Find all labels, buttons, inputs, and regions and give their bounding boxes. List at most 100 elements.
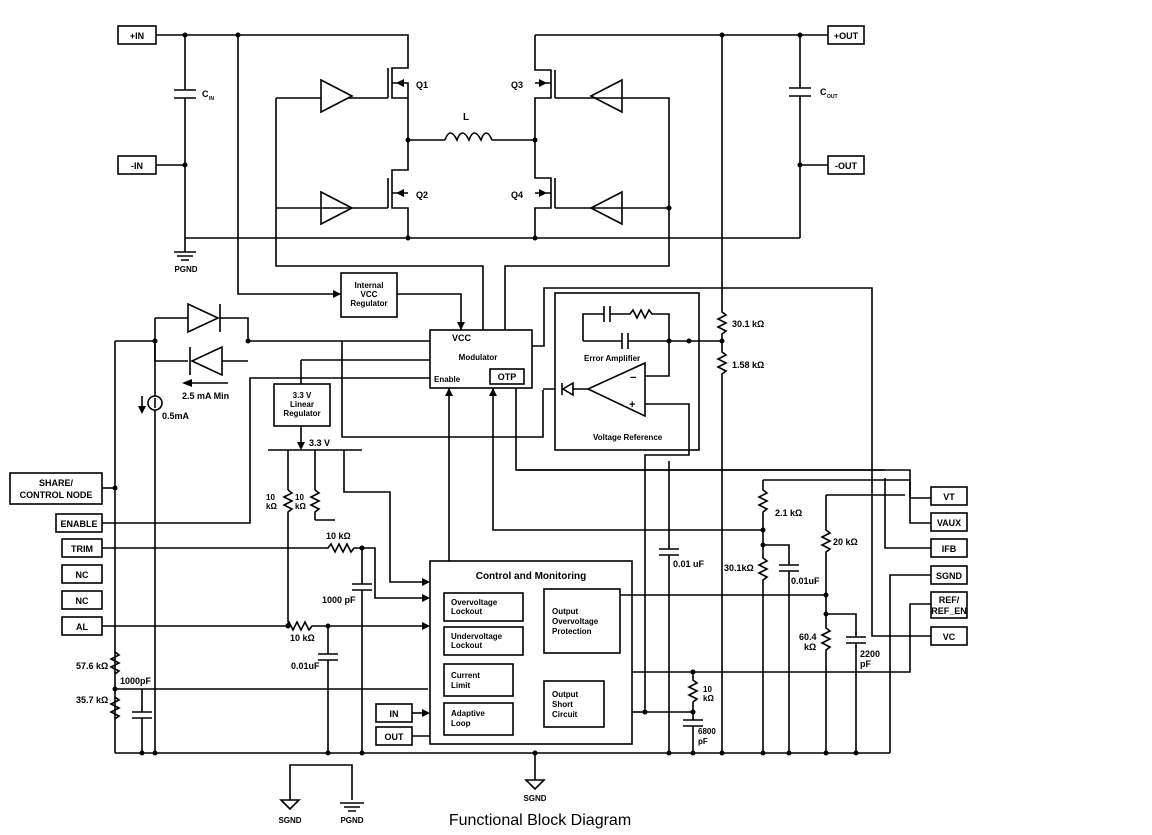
svg-text:Protection: Protection — [552, 627, 592, 636]
svg-text:0.5mA: 0.5mA — [162, 411, 190, 421]
sgnd-symbol-left — [279, 799, 301, 811]
svg-text:OUT: OUT — [385, 732, 405, 742]
svg-text:Short: Short — [552, 700, 573, 709]
current-limit — [443, 663, 514, 697]
svg-text:1000 pF: 1000 pF — [322, 595, 356, 605]
svg-text:SGND: SGND — [936, 571, 963, 581]
svg-text:Voltage Reference: Voltage Reference — [593, 433, 663, 442]
svg-text:VC: VC — [943, 632, 956, 642]
svg-text:57.6 kΩ: 57.6 kΩ — [76, 661, 108, 671]
pin-plus-out-label: +OUT — [834, 31, 859, 41]
q2-label: Q2 — [416, 190, 428, 200]
svg-text:−: − — [630, 372, 636, 384]
svg-text:10 kΩ: 10 kΩ — [326, 531, 351, 541]
svg-text:30.1 kΩ: 30.1 kΩ — [732, 319, 764, 329]
output-short-circuit — [543, 680, 605, 728]
svg-text:Internal: Internal — [355, 281, 384, 290]
pin-minus-out-label: -OUT — [835, 161, 857, 171]
error-amplifier — [586, 361, 646, 418]
svg-text:ENABLE: ENABLE — [60, 519, 97, 529]
svg-text:PGND: PGND — [340, 816, 363, 825]
svg-text:Overvoltage: Overvoltage — [552, 617, 599, 626]
overvoltage-lockout — [443, 592, 524, 622]
svg-text:Control and Monitoring: Control and Monitoring — [476, 571, 587, 582]
svg-text:3.3 V: 3.3 V — [293, 391, 312, 400]
q1-driver — [320, 78, 354, 114]
pin-vaux — [930, 512, 968, 532]
svg-text:REF_EN: REF_EN — [931, 606, 967, 616]
linear-regulator — [273, 383, 331, 427]
svg-text:OTP: OTP — [498, 372, 517, 382]
svg-text:Regulator: Regulator — [350, 299, 387, 308]
svg-text:30.1kΩ: 30.1kΩ — [724, 563, 754, 573]
svg-text:60.4: 60.4 — [799, 632, 817, 642]
svg-text:SGND: SGND — [523, 794, 546, 803]
svg-text:CONTROL NODE: CONTROL NODE — [20, 490, 93, 500]
svg-text:10: 10 — [703, 685, 712, 694]
internal-vcc-regulator — [340, 272, 398, 318]
svg-text:Lockout: Lockout — [451, 607, 482, 616]
otp-block — [489, 368, 525, 385]
pin-ifb — [930, 538, 968, 558]
svg-text:2.1 kΩ: 2.1 kΩ — [775, 508, 802, 518]
svg-text:Circuit: Circuit — [552, 710, 578, 719]
control-section: Internal VCC Regulator VCC Modulator Ena… — [76, 35, 931, 825]
svg-text:kΩ: kΩ — [804, 642, 816, 652]
svg-text:20 kΩ: 20 kΩ — [833, 537, 858, 547]
svg-text:2.5 mA Min: 2.5 mA Min — [182, 391, 229, 401]
svg-text:Linear: Linear — [290, 400, 314, 409]
svg-text:Overvoltage: Overvoltage — [451, 598, 498, 607]
pin-ref — [930, 591, 968, 619]
svg-text:Lockout: Lockout — [451, 641, 482, 650]
left-pins: SHARE/ CONTROL NODE ENABLE TRIM NC NC AL — [9, 472, 115, 636]
pin-al — [61, 616, 103, 636]
q4-label: Q4 — [511, 190, 523, 200]
right-pins: VT VAUX IFB SGND REF/ REF_EN VC — [930, 486, 968, 646]
svg-text:Regulator: Regulator — [283, 409, 320, 418]
svg-text:Current: Current — [451, 671, 480, 680]
svg-text:6800: 6800 — [698, 727, 716, 736]
svg-text:NC: NC — [76, 596, 89, 606]
svg-text:VT: VT — [943, 492, 955, 502]
pin-share — [9, 472, 103, 505]
svg-text:Loop: Loop — [451, 719, 471, 728]
svg-text:SGND: SGND — [278, 816, 301, 825]
svg-text:kΩ: kΩ — [295, 502, 306, 511]
pin-vc — [930, 626, 968, 646]
cout-label: C — [820, 87, 827, 97]
svg-text:1000pF: 1000pF — [120, 676, 152, 686]
svg-text:Output: Output — [552, 607, 579, 616]
svg-text:IN: IN — [390, 709, 399, 719]
svg-text:Modulator: Modulator — [459, 353, 498, 362]
svg-text:0.01 uF: 0.01 uF — [673, 559, 705, 569]
pgnd-top-label: PGND — [174, 265, 197, 274]
adaptive-loop — [443, 702, 514, 736]
diode-lower — [190, 345, 223, 377]
svg-text:Enable: Enable — [434, 375, 461, 384]
power-stage: +IN C IN -IN PGND Q1 Q2 L — [117, 25, 865, 330]
inductor-l — [444, 132, 493, 143]
pin-plus-out — [827, 25, 865, 45]
svg-text:10: 10 — [266, 493, 275, 502]
svg-text:10 kΩ: 10 kΩ — [290, 633, 315, 643]
sgnd-symbol-center — [524, 779, 546, 791]
q3-driver — [589, 78, 623, 114]
svg-text:IFB: IFB — [942, 544, 957, 554]
svg-text:pF: pF — [860, 659, 871, 669]
svg-text:0.01uF: 0.01uF — [791, 576, 820, 586]
undervoltage-lockout — [443, 626, 524, 656]
svg-text:NC: NC — [76, 570, 89, 580]
pin-minus-out — [827, 155, 865, 175]
svg-text:kΩ: kΩ — [266, 502, 277, 511]
svg-text:pF: pF — [698, 737, 708, 746]
svg-text:+: + — [629, 399, 635, 411]
q3-label: Q3 — [511, 80, 523, 90]
svg-text:VAUX: VAUX — [937, 518, 961, 528]
svg-text:Adaptive: Adaptive — [451, 709, 485, 718]
svg-text:Output: Output — [552, 690, 579, 699]
pin-nc-2 — [61, 590, 103, 610]
pin-plus-in-label: +IN — [130, 31, 144, 41]
svg-text:Error Amplifier: Error Amplifier — [584, 354, 640, 363]
svg-text:VCC: VCC — [452, 333, 472, 343]
